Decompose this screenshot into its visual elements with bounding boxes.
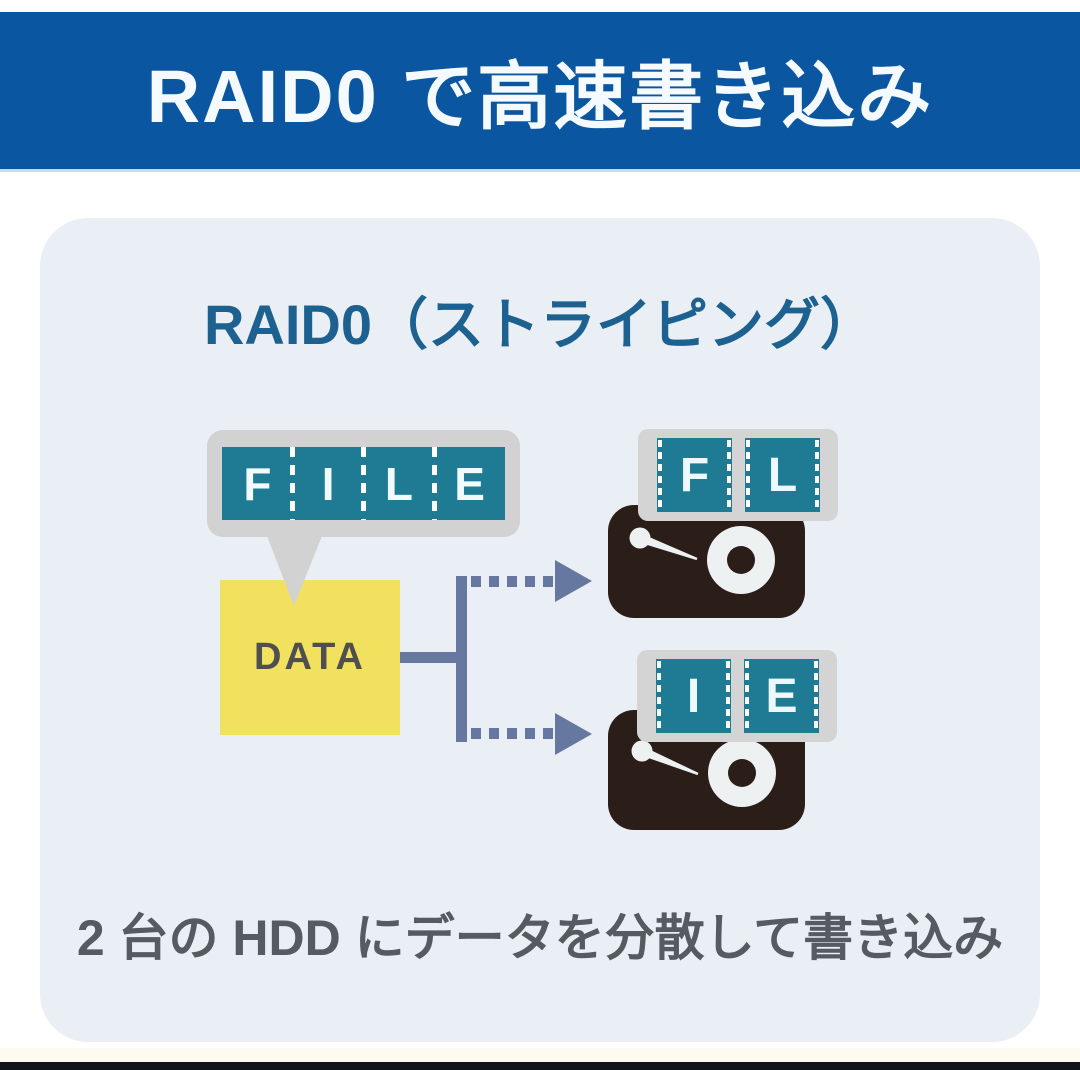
- file-letter: F: [243, 457, 272, 510]
- perforation-dash: [361, 447, 366, 520]
- banner-title: RAID0 で高速書き込み: [146, 55, 934, 138]
- bottom-cream-strip: [0, 1048, 1080, 1062]
- hdd-icon: [608, 505, 805, 618]
- file-letter: E: [454, 457, 485, 510]
- chunk-letter: I: [686, 669, 701, 723]
- chunk-tab-top: F L: [638, 429, 838, 521]
- bubble-pointer: [267, 536, 322, 606]
- perforation-dash: [727, 440, 731, 510]
- perforation-dash: [290, 447, 295, 520]
- chunk-block: L: [745, 438, 820, 512]
- file-strip: F I L E: [222, 447, 505, 520]
- perforation-dash: [726, 661, 730, 731]
- hdd-body: [608, 505, 805, 618]
- caption-text: 2 台の HDD にデータを分散して書き込み: [76, 910, 1004, 966]
- hdd-arm: [640, 746, 699, 776]
- connector-trunk: [456, 576, 467, 742]
- perforation-dash: [814, 661, 818, 731]
- perforation-dash: [432, 447, 437, 520]
- dotted-line-bottom: [471, 728, 557, 739]
- file-bubble: F I L E: [207, 430, 520, 537]
- connector-line: [400, 652, 462, 663]
- chunk-block: E: [744, 659, 819, 733]
- chunk-tab-bottom: I E: [637, 650, 837, 742]
- chunk-letter: E: [765, 669, 798, 723]
- hdd-arm: [638, 533, 698, 561]
- data-label: DATA: [254, 636, 366, 678]
- dotted-line-top: [471, 576, 557, 587]
- file-letter: I: [321, 457, 335, 510]
- chunk-letter: F: [679, 448, 710, 502]
- perforation-dash: [657, 661, 661, 731]
- perforation-dash: [658, 440, 662, 510]
- chunk-block: I: [656, 659, 731, 733]
- perforation-dash: [746, 440, 750, 510]
- perforation-dash: [815, 440, 819, 510]
- chunk-letter: L: [767, 448, 798, 502]
- panel-title: RAID0（ストライピング）: [203, 293, 877, 356]
- chunk-block: F: [657, 438, 732, 512]
- header-banner: RAID0 で高速書き込み: [0, 12, 1080, 172]
- hdd-spindle: [728, 759, 756, 787]
- bottom-dark-strip: [0, 1062, 1080, 1070]
- main-panel: [40, 218, 1040, 1042]
- arrow-icon: [555, 713, 592, 755]
- hdd-spindle: [727, 546, 755, 574]
- perforation-dash: [745, 661, 749, 731]
- arrow-icon: [555, 560, 592, 602]
- file-letter: L: [384, 457, 413, 510]
